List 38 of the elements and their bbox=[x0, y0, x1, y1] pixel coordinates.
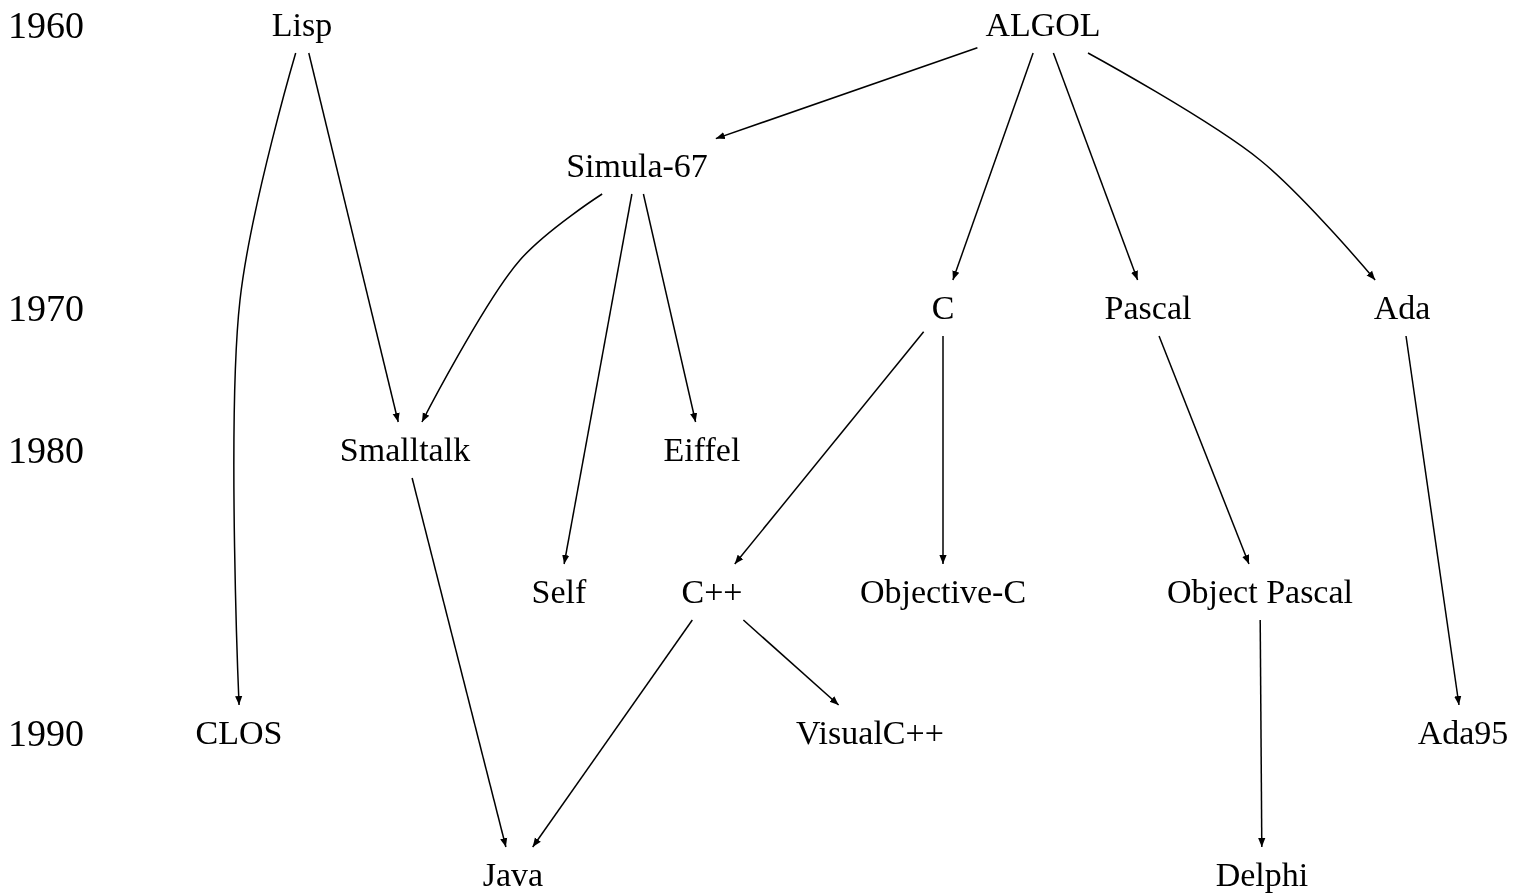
arrow bbox=[1158, 335, 1250, 565]
year-label: 1990 bbox=[8, 714, 84, 752]
language-name: C bbox=[931, 291, 955, 325]
language-name: Eiffel bbox=[663, 433, 741, 467]
arrow bbox=[308, 52, 400, 423]
language-name: Object Pascal bbox=[1167, 575, 1353, 609]
arrow bbox=[233, 52, 297, 706]
arrow bbox=[742, 619, 840, 706]
language-name: Pascal bbox=[1104, 291, 1192, 325]
language-name: Self bbox=[531, 575, 587, 609]
language-name: Lisp bbox=[271, 8, 333, 42]
language-name: Objective-C bbox=[859, 575, 1027, 609]
language-name: Ada bbox=[1373, 291, 1431, 325]
arrow bbox=[715, 47, 979, 140]
language-name: CLOS bbox=[195, 716, 283, 750]
language-name: Java bbox=[482, 858, 544, 892]
language-name: Delphi bbox=[1215, 858, 1309, 892]
arrow bbox=[1258, 619, 1266, 848]
language-name: Ada95 bbox=[1417, 716, 1509, 750]
language-name: ALGOL bbox=[985, 8, 1101, 42]
language-name: VisualC++ bbox=[796, 716, 944, 750]
arrow bbox=[411, 477, 508, 848]
year-label: 1980 bbox=[8, 431, 84, 469]
arrow bbox=[734, 331, 925, 565]
arrow bbox=[1052, 52, 1139, 281]
year-label: 1960 bbox=[8, 6, 84, 44]
arrow bbox=[562, 193, 633, 565]
arrow bbox=[531, 619, 694, 848]
arrow bbox=[1087, 52, 1376, 281]
language-name: Simula-67 bbox=[566, 149, 708, 183]
arrow bbox=[952, 52, 1034, 281]
arrow bbox=[642, 193, 698, 423]
year-label: 1970 bbox=[8, 289, 84, 327]
language-name: C++ bbox=[681, 575, 743, 609]
arrow bbox=[939, 335, 947, 565]
arrow bbox=[1405, 335, 1462, 706]
arrow bbox=[421, 193, 603, 423]
language-name: Smalltalk bbox=[339, 433, 471, 467]
